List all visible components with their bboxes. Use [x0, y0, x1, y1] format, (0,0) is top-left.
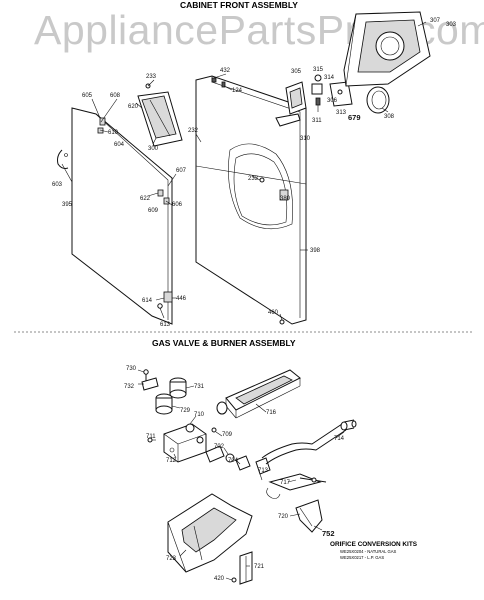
label-124: 124 — [232, 88, 243, 94]
door-panel — [71, 107, 173, 325]
label-711: 711 — [146, 434, 156, 440]
label-723: 723 — [166, 556, 177, 562]
cabinet-part-labels: 233 432 124 305 315 314 307 303 605 608 … — [52, 18, 457, 328]
pipe-fittings — [205, 445, 251, 471]
label-607: 607 — [176, 168, 187, 174]
label-608: 608 — [110, 93, 121, 99]
label-300: 300 — [148, 146, 159, 152]
label-311: 311 — [312, 118, 322, 124]
label-716: 716 — [266, 410, 277, 416]
label-717: 717 — [280, 480, 291, 486]
label-603: 603 — [52, 182, 63, 188]
coil-729 — [155, 393, 173, 415]
label-303: 303 — [446, 22, 457, 28]
burner-bracket-723 — [167, 493, 253, 573]
label-233b: 233 — [248, 176, 259, 182]
bracket-720 — [295, 499, 323, 533]
lint-filter-housing — [137, 91, 183, 147]
label-613: 613 — [160, 322, 171, 328]
gas-valve-title: GAS VALVE & BURNER ASSEMBLY — [152, 338, 296, 348]
label-610: 610 — [108, 130, 119, 136]
blower-housing — [343, 11, 431, 87]
switch-bracket — [285, 81, 307, 115]
cabinet-front-title: CABINET FRONT ASSEMBLY — [180, 0, 298, 10]
label-752: 752 — [322, 529, 335, 538]
label-712: 712 — [166, 458, 177, 464]
kit-natural-gas: WE25X0204 - NATURAL GAS — [340, 549, 397, 554]
label-380: 380 — [280, 196, 291, 202]
label-313: 313 — [336, 110, 347, 116]
gas-line-714 — [261, 419, 357, 465]
screw-233-lower — [259, 177, 265, 183]
label-460: 460 — [268, 310, 279, 316]
label-446: 446 — [176, 296, 187, 302]
label-308: 308 — [384, 114, 395, 120]
label-614: 614 — [142, 298, 153, 304]
screw-420 — [231, 577, 237, 583]
label-732: 732 — [124, 384, 135, 390]
kit-lp-gas: WE25X0217 - L.P. GAS — [340, 555, 384, 560]
label-232: 232 — [188, 128, 199, 134]
label-395: 395 — [62, 202, 73, 208]
label-305: 305 — [291, 69, 302, 75]
label-729: 729 — [180, 408, 191, 414]
label-420: 420 — [214, 576, 225, 582]
idler-bracket — [329, 81, 353, 107]
label-704: 704 — [228, 458, 239, 464]
label-731: 731 — [194, 384, 205, 390]
label-233a: 233 — [146, 74, 157, 80]
label-679: 679 — [348, 113, 361, 122]
gas-valve-body — [163, 423, 207, 463]
gas-part-labels: 730 732 731 729 716 710 711 709 714 702 … — [124, 366, 345, 582]
label-306: 306 — [327, 98, 338, 104]
label-307: 307 — [430, 18, 441, 24]
kit-title: ORIFICE CONVERSION KITS — [330, 541, 418, 548]
fitting-713 — [255, 457, 271, 481]
cabinet-leader-lines — [61, 21, 427, 321]
label-315: 315 — [313, 67, 324, 73]
label-713: 713 — [258, 468, 269, 474]
bracket-732 — [141, 377, 159, 391]
door-switch — [311, 74, 323, 112]
label-622: 622 — [140, 196, 151, 202]
bracket-721 — [239, 551, 253, 585]
label-709: 709 — [222, 432, 233, 438]
label-721: 721 — [254, 564, 265, 570]
label-398: 398 — [310, 248, 321, 254]
screw-709 — [211, 427, 217, 433]
screw-460 — [279, 319, 285, 325]
label-702: 702 — [214, 444, 225, 450]
label-620: 620 — [128, 104, 139, 110]
label-714: 714 — [334, 436, 345, 442]
orifice-kit-note: ORIFICE CONVERSION KITS WE25X0204 - NATU… — [330, 541, 418, 560]
label-730: 730 — [126, 366, 137, 372]
blower-seal-ring — [366, 86, 390, 114]
label-314: 314 — [324, 75, 335, 81]
coil-731 — [169, 377, 187, 399]
igniter-717 — [266, 473, 327, 499]
label-710: 710 — [194, 412, 205, 418]
label-609: 609 — [148, 208, 159, 214]
gas-leader-lines — [137, 369, 345, 581]
label-605: 605 — [82, 93, 93, 99]
label-606: 606 — [172, 202, 183, 208]
label-720: 720 — [278, 514, 289, 520]
burner-assembly-716 — [216, 369, 301, 419]
label-432: 432 — [220, 68, 231, 74]
label-310: 310 — [300, 136, 311, 142]
part-310-strip — [275, 113, 301, 127]
label-604: 604 — [114, 142, 125, 148]
